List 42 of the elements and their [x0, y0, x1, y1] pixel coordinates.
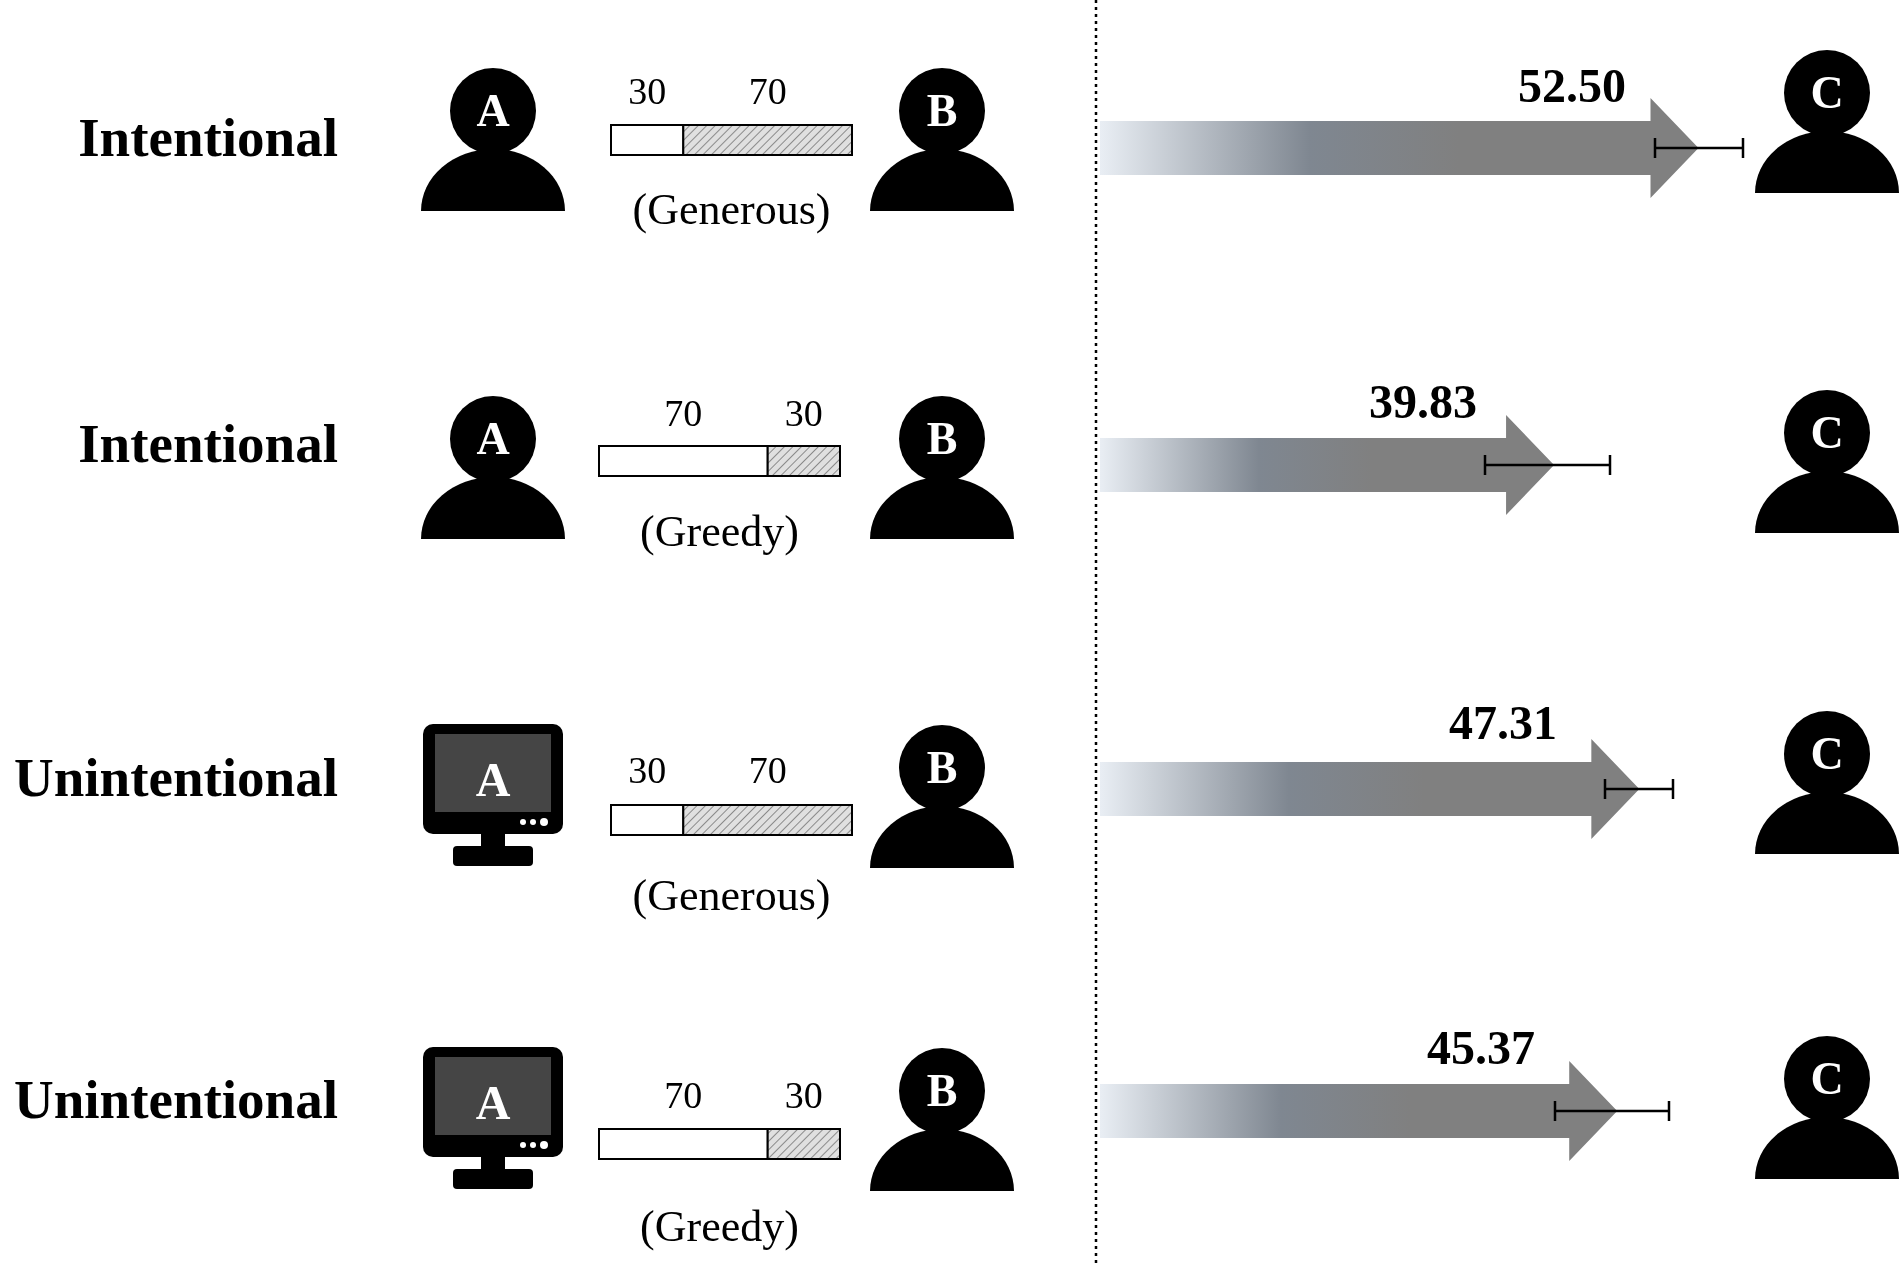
condition-label: Unintentional: [14, 745, 338, 809]
person-letter: B: [926, 88, 958, 134]
person-letter: A: [476, 88, 510, 134]
split-type-label: (Greedy): [640, 1200, 799, 1252]
person-letter: B: [926, 1068, 958, 1114]
person-letter: C: [1810, 70, 1844, 116]
split-number: 30: [784, 391, 823, 435]
condition-label: Unintentional: [14, 1067, 338, 1131]
value-label: 52.50: [1518, 57, 1626, 113]
person-letter: B: [926, 745, 958, 791]
person-letter: B: [926, 416, 958, 462]
person-figure: [870, 67, 1014, 211]
split-number: 30: [628, 748, 667, 792]
split-type-label: (Greedy): [640, 505, 799, 557]
condition-label: Intentional: [78, 411, 338, 475]
value-label: 45.37: [1427, 1019, 1535, 1075]
split-number: 70: [748, 69, 787, 113]
split-type-label: (Generous): [632, 183, 831, 235]
value-label: 39.83: [1369, 373, 1477, 429]
person-figure: [870, 395, 1014, 539]
person-letter: C: [1810, 731, 1844, 777]
person-figure: [421, 395, 565, 539]
split-type-label: (Generous): [632, 869, 831, 921]
condition-label: Intentional: [78, 105, 338, 169]
person-figure: [1755, 710, 1899, 854]
split-number: 70: [664, 1073, 703, 1117]
split-number: 30: [628, 69, 667, 113]
value-label: 47.31: [1449, 694, 1557, 750]
person-figure: [1755, 389, 1899, 533]
screen-letter: A: [475, 1079, 511, 1127]
person-figure: [1755, 1035, 1899, 1179]
person-figure: [1755, 49, 1899, 193]
person-figure: [421, 67, 565, 211]
screen-letter: A: [475, 756, 511, 804]
person-letter: C: [1810, 410, 1844, 456]
split-number: 70: [664, 391, 703, 435]
person-figure: [870, 1047, 1014, 1191]
split-number: 70: [748, 748, 787, 792]
person-figure: [870, 724, 1014, 868]
person-letter: C: [1810, 1056, 1844, 1102]
person-letter: A: [476, 416, 510, 462]
split-number: 30: [784, 1073, 823, 1117]
